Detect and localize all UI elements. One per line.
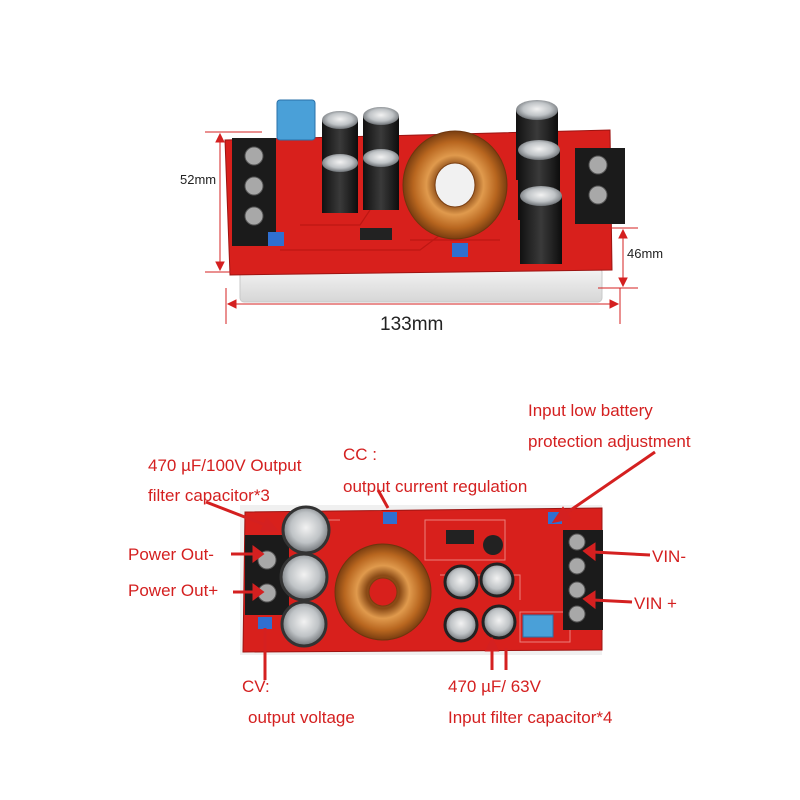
cc-trim-pot-icon	[383, 512, 397, 524]
cv-label-2: output voltage	[248, 708, 355, 727]
low-battery-label: Input low battery	[528, 401, 653, 420]
terminal-block-left-top	[232, 138, 276, 246]
power-out-minus-label: Power Out-	[128, 545, 214, 564]
cv-trim-pot-icon	[258, 617, 272, 629]
terminal-block-right-top	[575, 148, 625, 224]
height-inner-label: 46mm	[627, 246, 663, 261]
length-label: 133mm	[380, 314, 443, 335]
toroid-inductor-top	[402, 130, 508, 240]
vin-plus-label: VIN +	[634, 594, 677, 613]
height-outer-label: 52mm	[180, 172, 216, 187]
trim-pot-icon	[268, 232, 284, 246]
toroid-inductor	[334, 543, 432, 641]
small-capacitor	[483, 535, 503, 555]
low-battery-label-2: protection adjustment	[528, 432, 691, 451]
blue-module	[522, 614, 554, 638]
power-out-plus-label: Power Out+	[128, 581, 218, 600]
vin-minus-label: VIN-	[652, 547, 686, 566]
cc-label: CC :	[343, 445, 377, 464]
ic-chip	[446, 530, 474, 544]
ic-chip	[360, 228, 392, 240]
input-capacitor-label-2: Input filter capacitor*4	[448, 708, 612, 727]
output-capacitors	[279, 505, 331, 648]
input-capacitor-label: 470 µF/ 63V	[448, 677, 542, 696]
callout-arrows	[205, 450, 656, 680]
cv-label: CV:	[242, 677, 270, 696]
terminal-block-input	[563, 530, 603, 630]
output-capacitors-top	[516, 100, 562, 264]
bottom-board-view	[240, 505, 603, 655]
blue-module	[276, 99, 316, 141]
cc-label-2: output current regulation	[343, 477, 527, 496]
top-board-view	[224, 99, 625, 303]
trim-pot-icon	[452, 243, 468, 257]
input-capacitors	[443, 562, 517, 643]
input-capacitors-top	[322, 107, 399, 213]
output-capacitor-label: 470 µF/100V Output	[148, 456, 302, 475]
output-capacitor-label-2: filter capacitor*3	[148, 486, 270, 505]
dimension-lines	[205, 131, 638, 324]
